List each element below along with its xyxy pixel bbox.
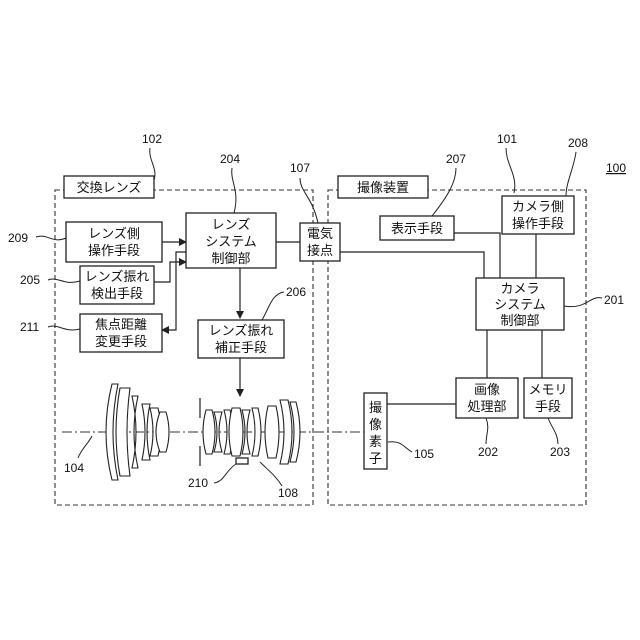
focal-change-label-1: 焦点距離 xyxy=(95,318,147,333)
ref-203: 203 xyxy=(550,445,570,459)
lens-group-illustration xyxy=(106,384,300,480)
ref-201: 201 xyxy=(604,293,624,307)
display-label: 表示手段 xyxy=(391,222,443,237)
image-sensor-char-1: 撮 xyxy=(369,400,382,416)
leader-107 xyxy=(300,178,318,223)
leader-210 xyxy=(214,464,236,483)
wire-display-camctrl xyxy=(454,233,500,278)
shake-detect-label-2: 検出手段 xyxy=(91,287,143,302)
leader-108 xyxy=(260,462,282,486)
lens-control-label-1: レンズ xyxy=(212,217,251,233)
leader-206 xyxy=(262,292,284,320)
wire-control-focal xyxy=(162,252,186,330)
contact-label-2: 接点 xyxy=(307,243,333,259)
memory-label-2: 手段 xyxy=(535,400,561,415)
shake-correct-label-2: 補正手段 xyxy=(215,341,267,356)
leader-102 xyxy=(150,148,155,180)
ref-104: 104 xyxy=(64,461,84,475)
contact-label-1: 電気 xyxy=(307,226,333,242)
camera-unit-title: 撮像装置 xyxy=(357,180,409,196)
wire-contact-camctrl xyxy=(340,252,484,278)
camera-operation-label-2: 操作手段 xyxy=(512,216,564,232)
leader-101 xyxy=(506,148,515,193)
ref-209: 209 xyxy=(8,231,28,245)
camera-control-label-2: システム xyxy=(494,298,546,313)
leader-104 xyxy=(78,436,92,458)
image-processing-label-2: 処理部 xyxy=(467,400,506,415)
shake-detect-label-1: レンズ振れ xyxy=(85,269,150,285)
leader-201 xyxy=(564,298,602,307)
ref-210: 210 xyxy=(188,476,208,490)
camera-operation-label-1: カメラ側 xyxy=(512,200,564,215)
ref-207: 207 xyxy=(446,152,466,166)
ref-108: 108 xyxy=(278,486,298,500)
lens-operation-label-2: 操作手段 xyxy=(88,243,140,259)
camera-control-label-1: カメラ xyxy=(500,282,539,297)
image-sensor-char-3: 素 xyxy=(369,435,382,450)
focal-change-label-2: 変更手段 xyxy=(95,334,147,350)
wire-detect-control xyxy=(154,262,186,282)
ref-204: 204 xyxy=(220,152,240,166)
ref-202: 202 xyxy=(478,445,498,459)
image-sensor-char-4: 子 xyxy=(369,452,382,467)
leader-203 xyxy=(548,418,558,444)
image-sensor-char-2: 像 xyxy=(369,418,382,433)
lens-operation-label-1: レンズ側 xyxy=(88,226,140,242)
lens-unit-title: 交換レンズ xyxy=(77,180,142,196)
ref-205: 205 xyxy=(20,273,40,287)
leader-205 xyxy=(48,279,80,282)
leader-105 xyxy=(388,442,412,452)
ref-105: 105 xyxy=(414,447,434,461)
ref-211: 211 xyxy=(20,320,39,334)
ref-206: 206 xyxy=(286,285,306,299)
image-processing-label-1: 画像 xyxy=(474,383,500,398)
leader-209 xyxy=(36,236,66,240)
ref-100: 100 xyxy=(606,161,626,175)
lens-control-label-2: システム xyxy=(205,235,257,250)
ref-208: 208 xyxy=(568,136,588,150)
ref-107: 107 xyxy=(290,161,310,175)
leader-207 xyxy=(432,168,456,216)
lens-control-label-3: 制御部 xyxy=(211,252,250,267)
leader-202 xyxy=(486,418,488,444)
shake-correct-label-1: レンズ振れ xyxy=(209,323,274,339)
memory-label-1: メモリ xyxy=(528,383,567,398)
leader-211 xyxy=(48,326,80,330)
ref-101: 101 xyxy=(497,132,517,146)
leader-208 xyxy=(566,152,576,196)
camera-control-label-3: 制御部 xyxy=(500,314,539,329)
ref-102: 102 xyxy=(142,132,162,146)
